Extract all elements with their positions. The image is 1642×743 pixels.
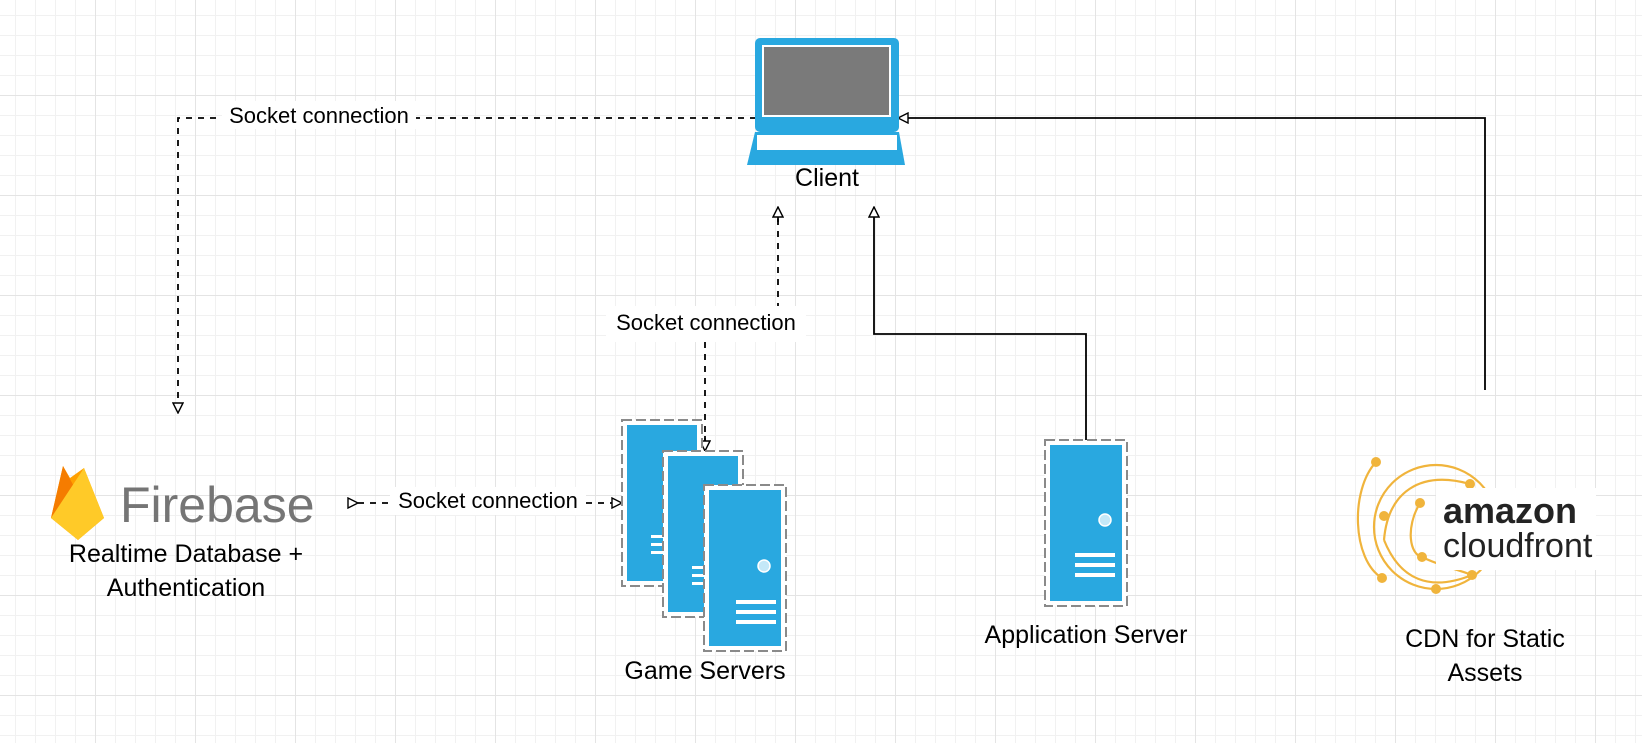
client-game-label: Socket connection [616,310,796,335]
client-node: Client [747,38,905,192]
firebase-label-line1: Realtime Database + [69,540,303,568]
firebase-logo-text: Firebase [120,477,315,533]
game-servers-node: Game Servers [621,419,787,685]
client-firebase-connector [178,118,756,413]
laptop-icon [747,38,905,165]
firebase-node: Firebase Realtime Database + Authenticat… [51,466,315,602]
game-servers-label: Game Servers [624,657,785,685]
client-label: Client [795,164,859,192]
client-game-connector [704,207,779,451]
application-server-label: Application Server [985,621,1188,649]
app-server-client-connector [874,207,1087,440]
firebase-flame-icon [51,466,104,540]
edge-client-firebase: Socket connection [178,101,756,413]
firebase-game-label: Socket connection [398,488,578,513]
cdn-client-connector [898,118,1486,390]
cloudfront-label-line1: CDN for Static [1405,625,1565,653]
cloudfront-label-line2: Assets [1447,659,1522,687]
firebase-label-line2: Authentication [107,574,265,602]
edge-firebase-game-servers: Socket connection [358,487,622,515]
client-firebase-label: Socket connection [229,103,409,128]
edge-client-game-servers: Socket connection [606,207,806,451]
cloudfront-node: amazon cloudfront CDN for Static Assets [1356,457,1596,687]
cloudfront-logo-word2: cloudfront [1443,527,1593,565]
server-tower-icon [703,484,787,652]
application-server-node: Application Server [985,439,1188,649]
server-tower-icon [1044,439,1128,607]
cloudfront-logo-word1: amazon [1443,490,1577,531]
